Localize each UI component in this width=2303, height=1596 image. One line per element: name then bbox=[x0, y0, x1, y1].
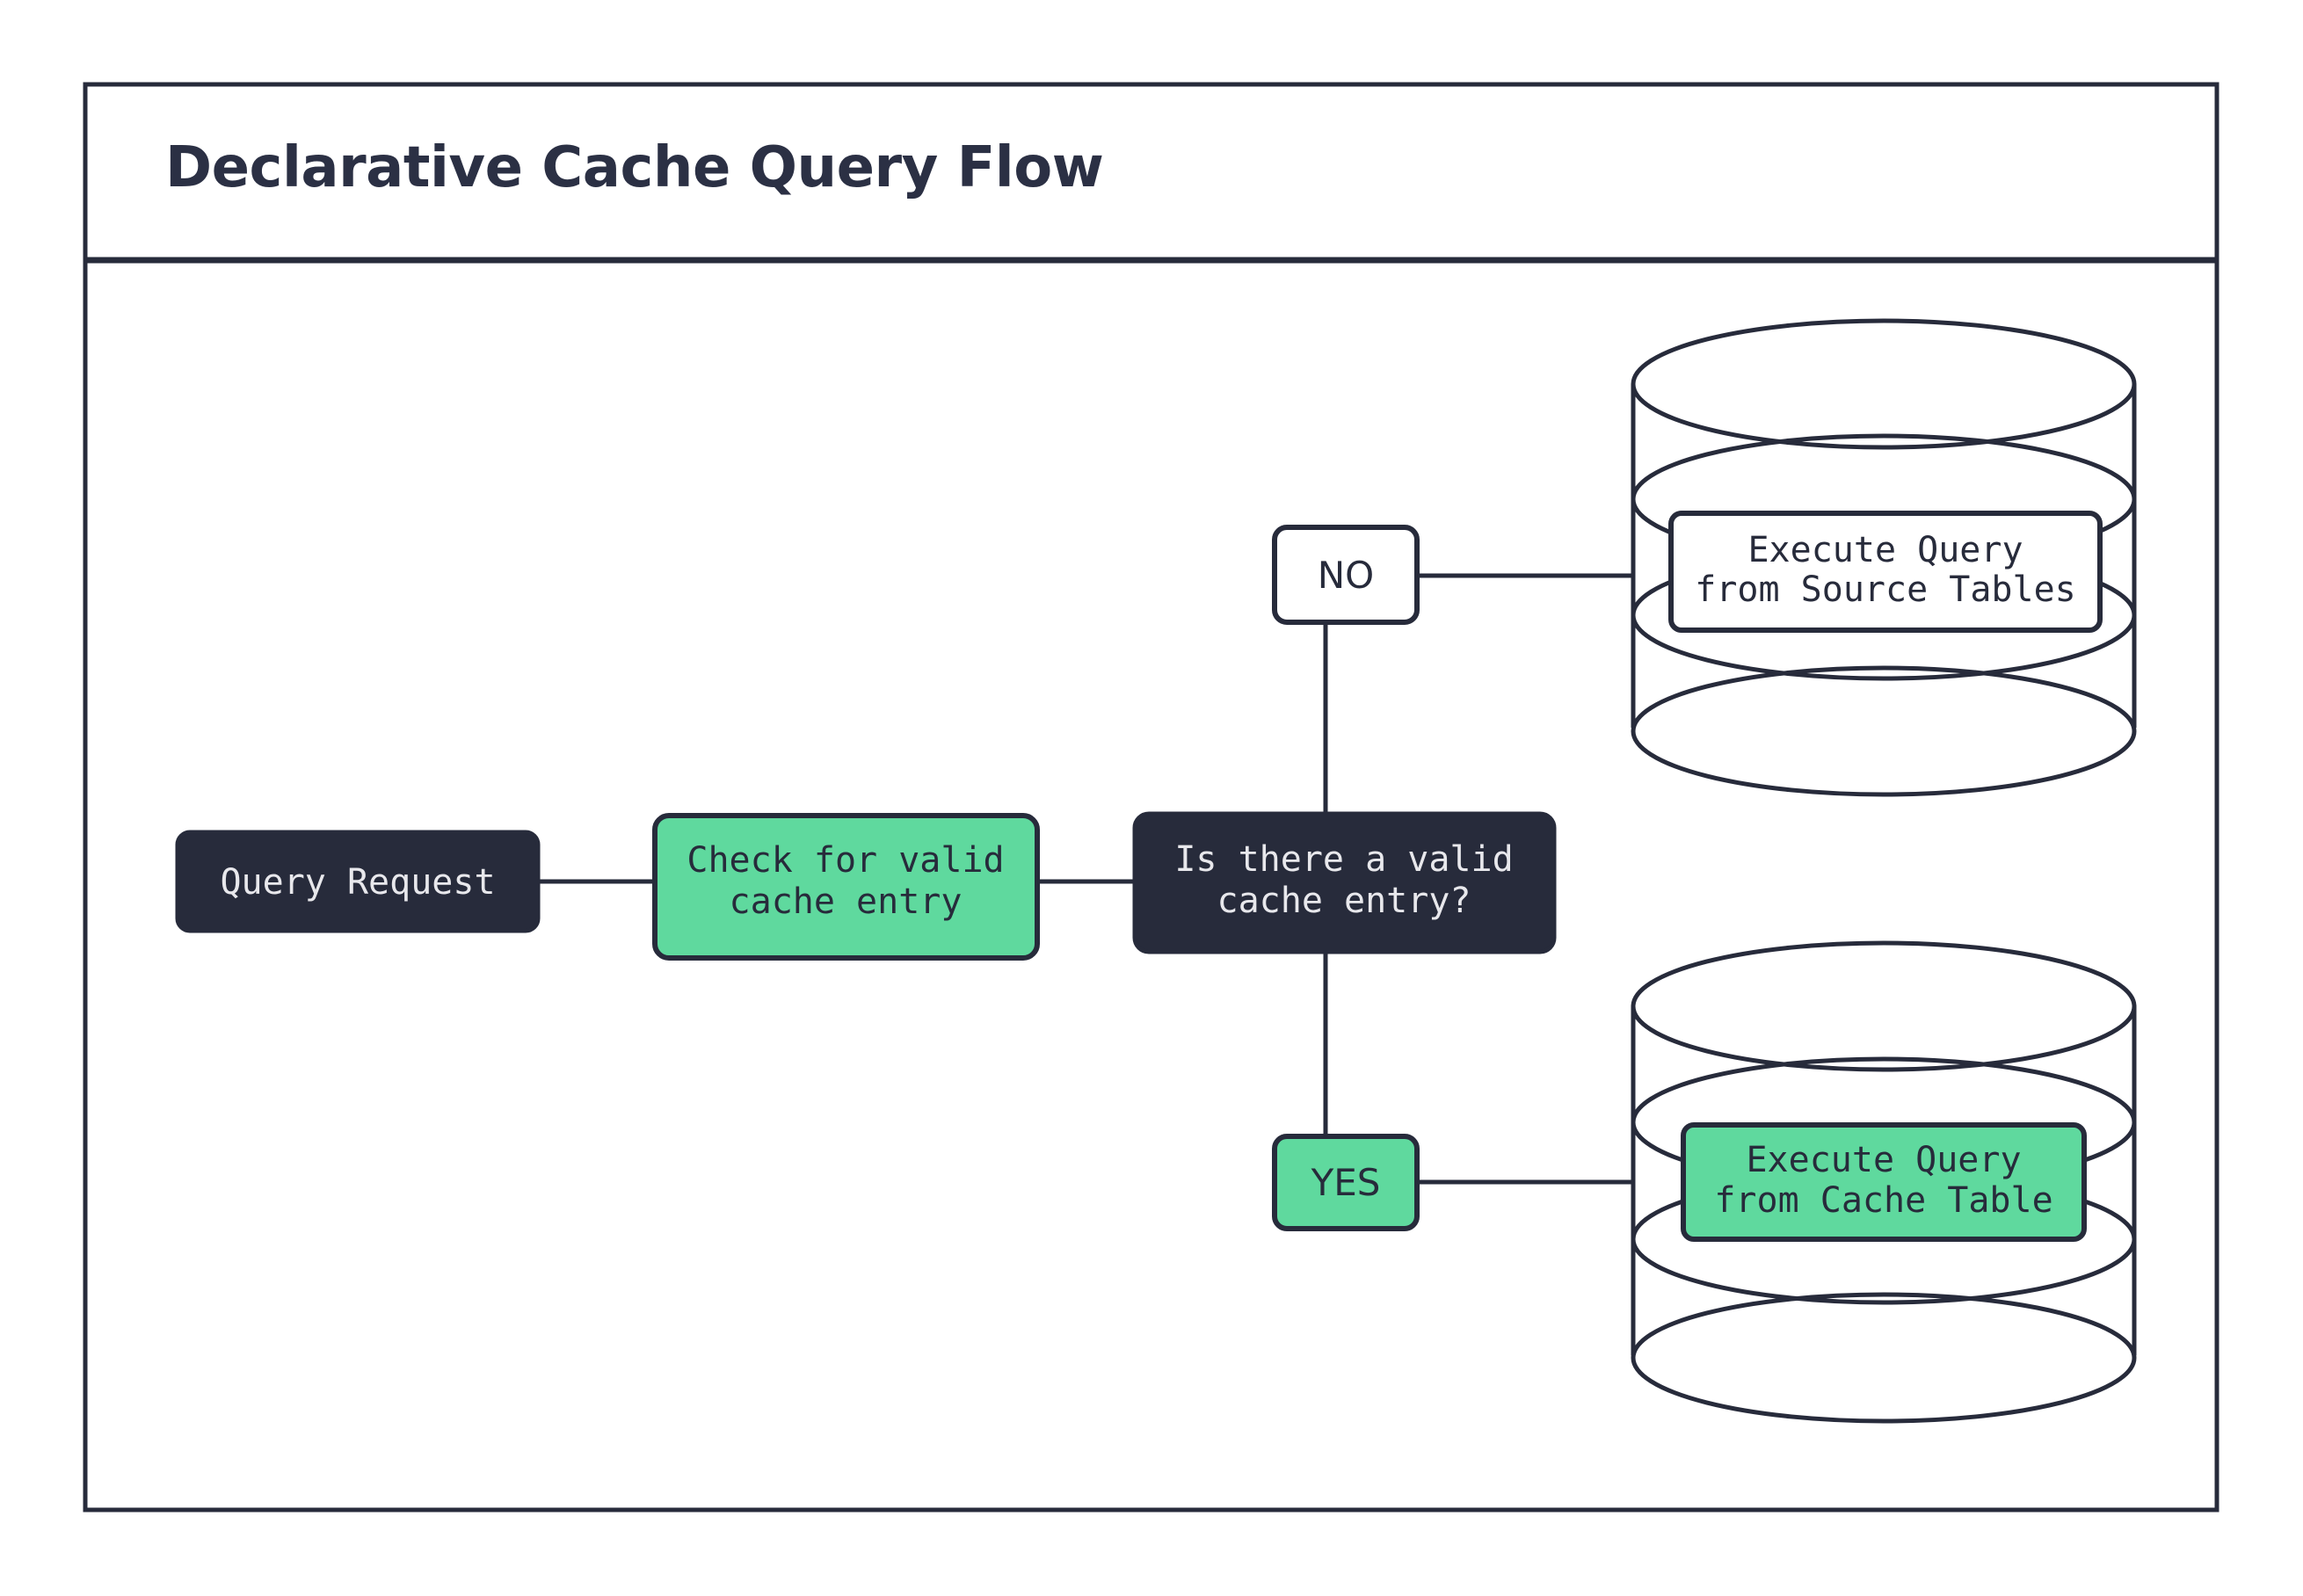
edge-label-no[interactable]: NO bbox=[1272, 525, 1420, 625]
no-label-text: NO bbox=[1318, 554, 1374, 597]
decision-label-line2: cache entry? bbox=[1217, 881, 1471, 921]
node-decision-valid-cache[interactable]: Is there a valid cache entry? bbox=[1132, 811, 1557, 954]
source-db-label-box: Execute Query from Source Tables bbox=[1668, 511, 2103, 633]
cache-db-label-box: Execute Query from Cache Table bbox=[1681, 1122, 2087, 1242]
edge-label-yes[interactable]: YES bbox=[1272, 1134, 1420, 1231]
node-query-request[interactable]: Query Request bbox=[175, 830, 541, 933]
check-cache-label-line1: Check for valid bbox=[687, 840, 1004, 881]
query-request-label: Query Request bbox=[220, 862, 495, 903]
cache-db-label-line1: Execute Query bbox=[1746, 1140, 2021, 1180]
source-db-label-line1: Execute Query bbox=[1747, 530, 2023, 570]
check-cache-label-line2: cache entry bbox=[730, 881, 963, 922]
decision-label-line1: Is there a valid bbox=[1174, 839, 1513, 880]
node-check-cache-entry[interactable]: Check for valid cache entry bbox=[652, 813, 1040, 961]
cache-db-label-line2: from Cache Table bbox=[1714, 1180, 2052, 1221]
yes-label-text: YES bbox=[1311, 1161, 1381, 1204]
source-db-label-line2: from Source Tables bbox=[1695, 569, 2075, 610]
page-title: Declarative Cache Query Flow bbox=[165, 135, 1103, 200]
